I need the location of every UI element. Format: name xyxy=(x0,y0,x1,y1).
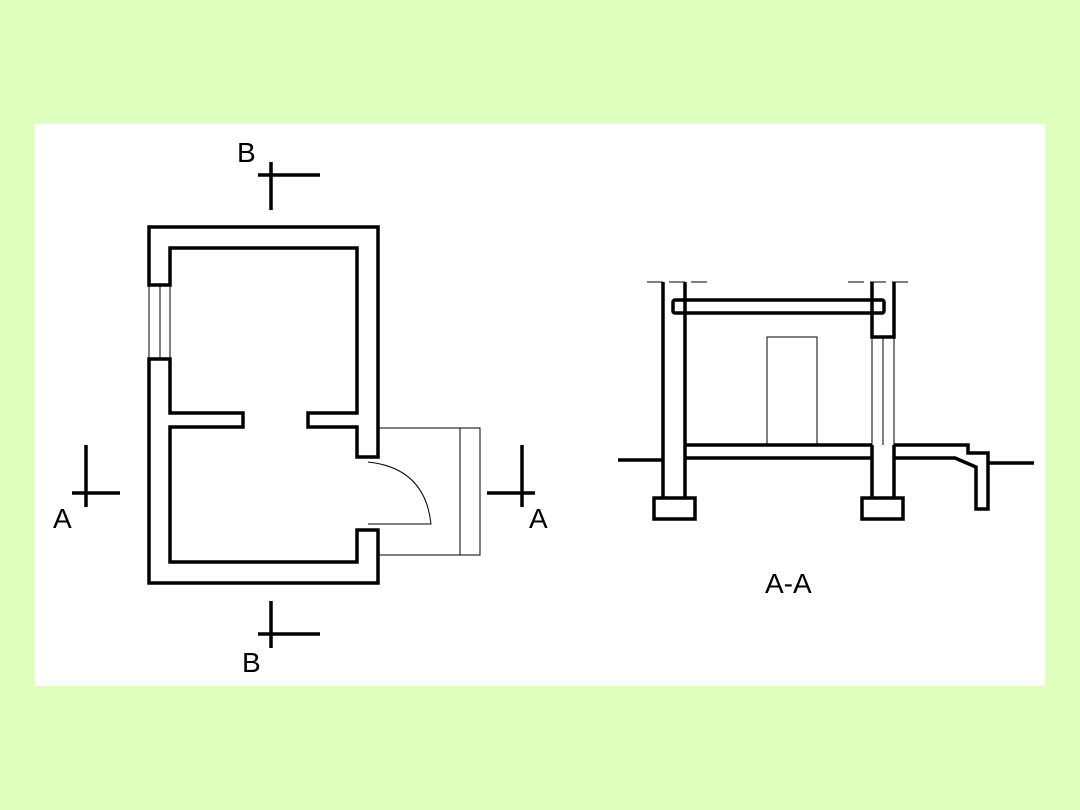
section-drawing: A-A xyxy=(618,281,1034,599)
section-label-a-left: A xyxy=(53,503,72,534)
section-label-a-right: A xyxy=(529,503,548,534)
section-mark-a-left: A xyxy=(53,445,120,534)
entrance-step xyxy=(894,443,990,511)
section-mark-a-right: A xyxy=(487,445,548,534)
wall-upper xyxy=(147,225,380,459)
interior-door xyxy=(766,336,818,446)
section-mark-b-top: B xyxy=(237,137,320,210)
wall-lower xyxy=(147,357,380,585)
plan-window xyxy=(148,285,171,359)
right-wall xyxy=(860,282,905,521)
floor-plan: B B A A xyxy=(53,137,548,678)
left-wall xyxy=(652,282,697,521)
door-swing xyxy=(367,461,432,525)
floor-slab xyxy=(685,443,872,460)
porch-step xyxy=(378,427,481,556)
section-label-b-top: B xyxy=(237,137,256,168)
section-mark-b-bottom: B xyxy=(242,601,320,678)
section-title: A-A xyxy=(765,568,812,599)
drawing-panel xyxy=(35,124,1045,686)
section-label-b-bottom: B xyxy=(242,647,261,678)
roof-beam xyxy=(671,298,886,315)
